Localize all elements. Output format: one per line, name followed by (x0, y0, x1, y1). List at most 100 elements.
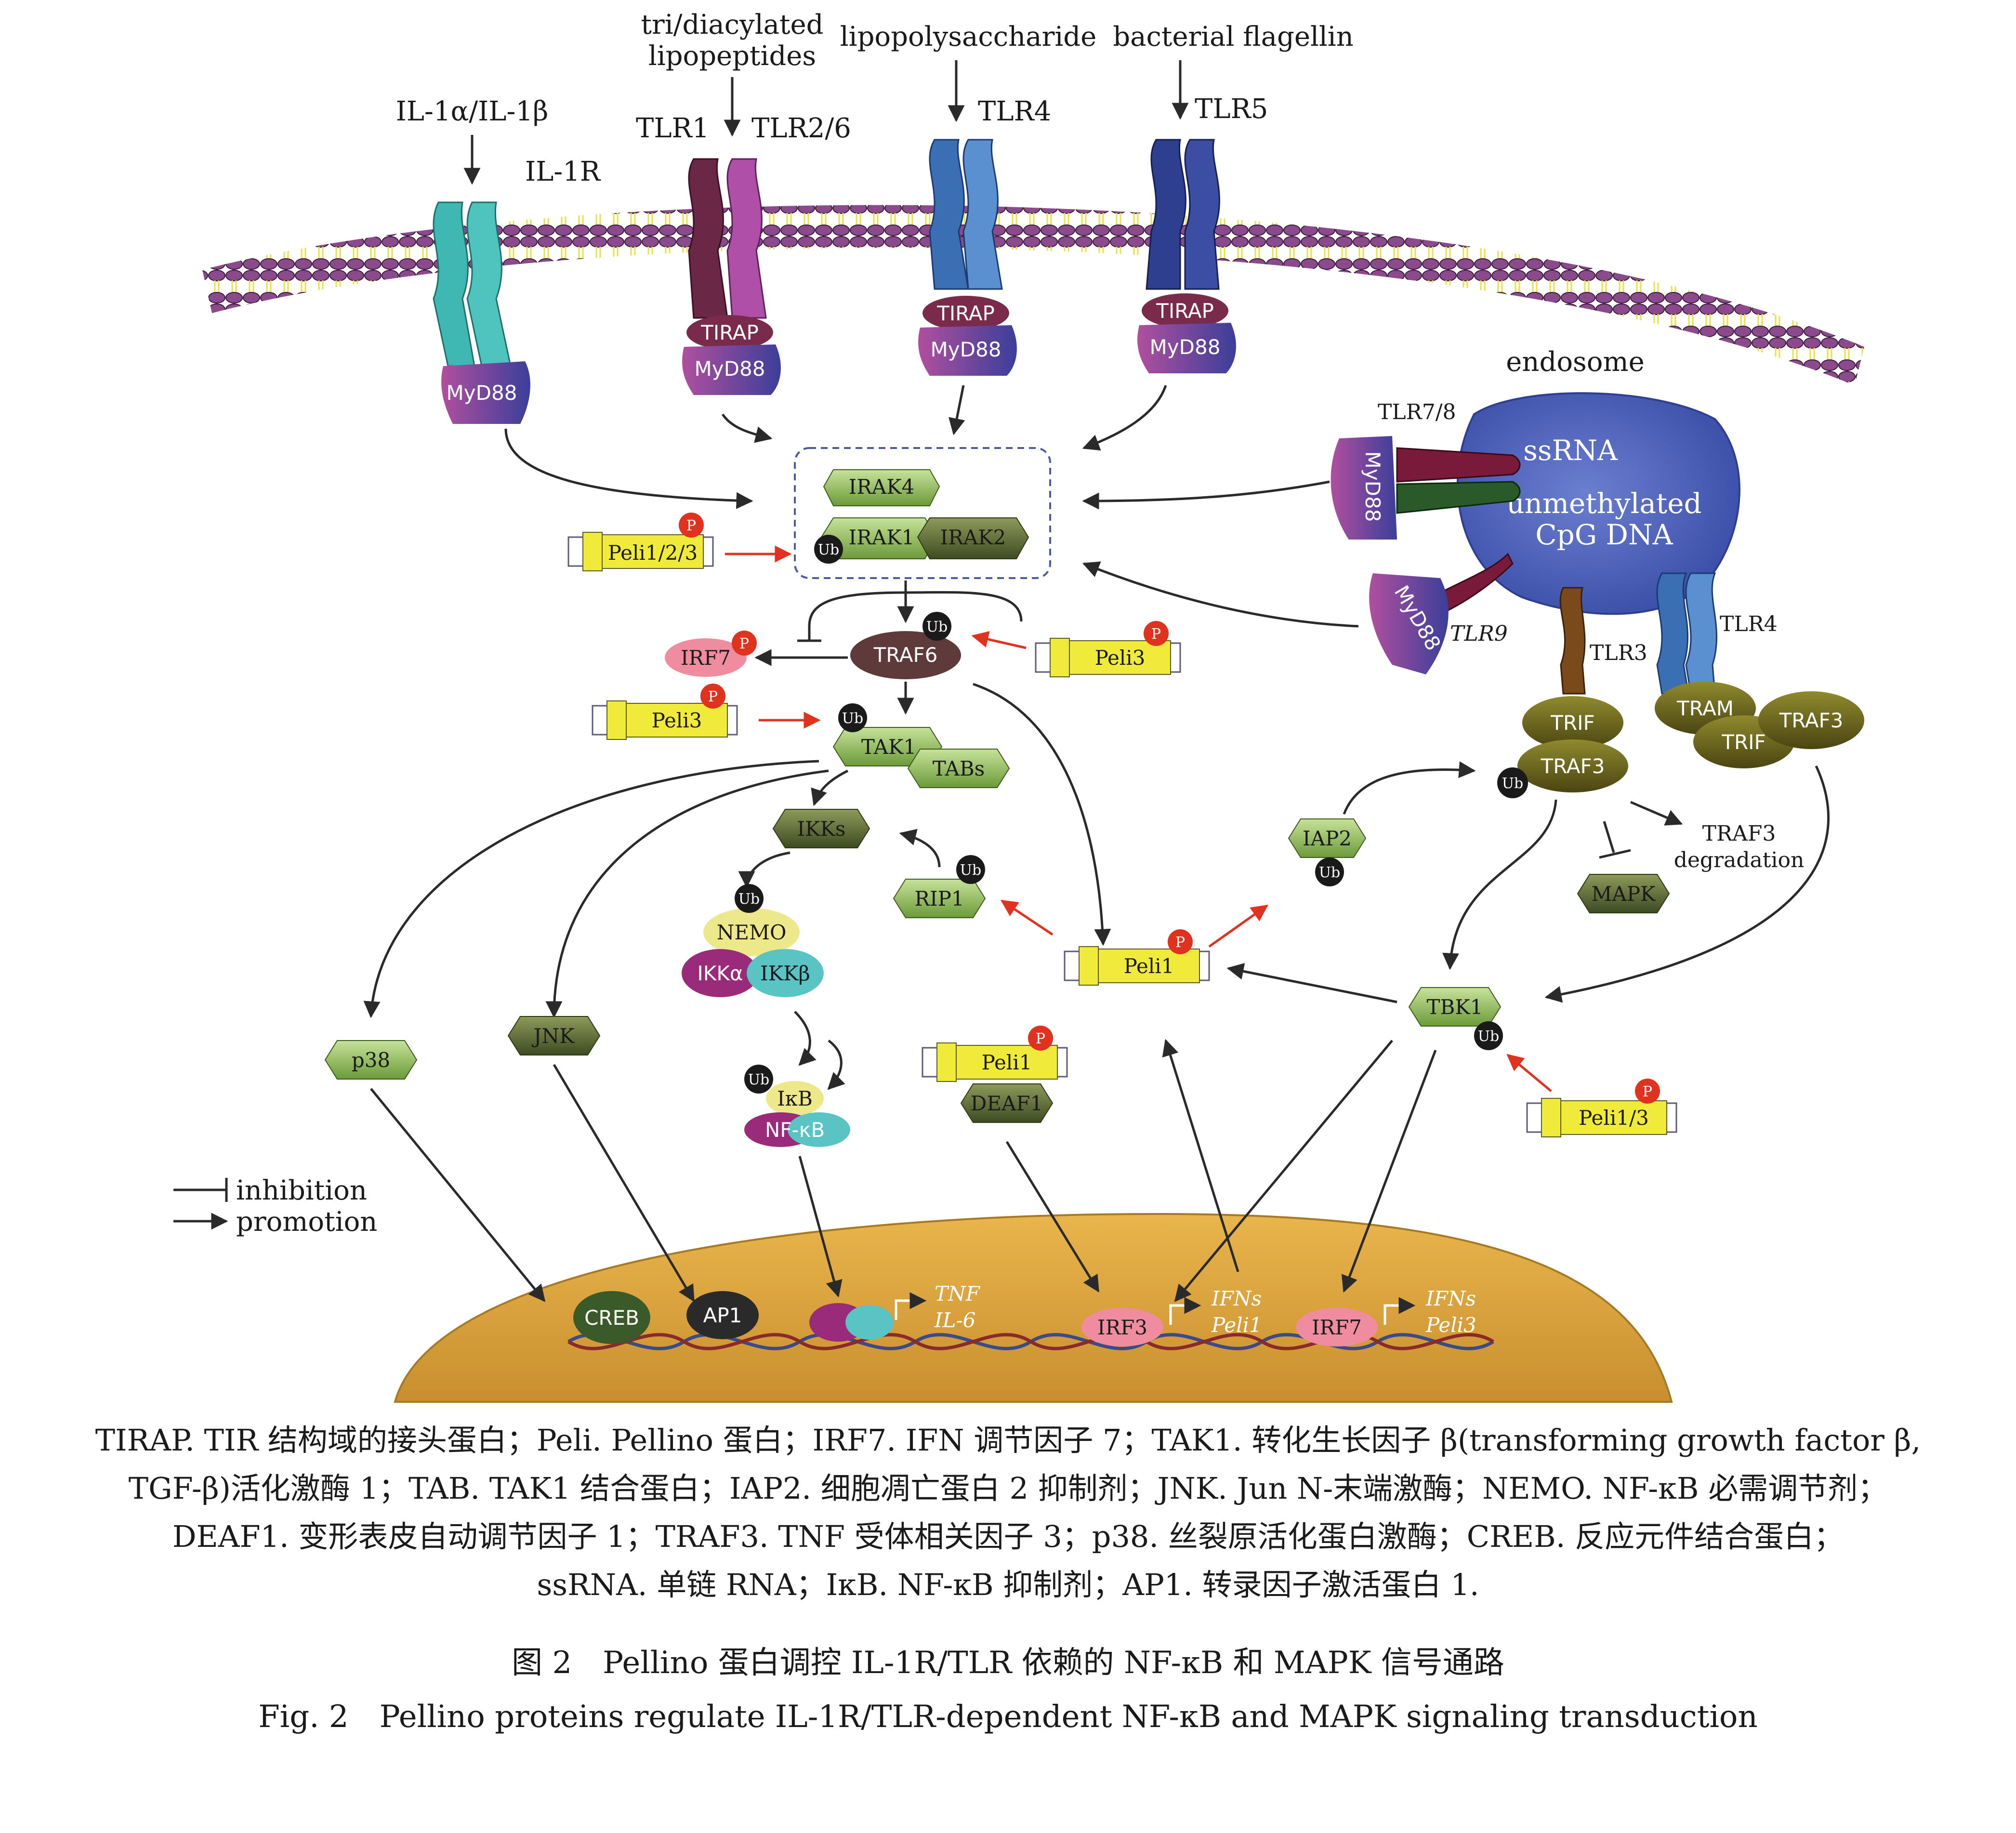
ub-label: Ub (818, 541, 840, 558)
p-label: P (739, 635, 749, 652)
peli3-label: Peli3 (1095, 646, 1146, 670)
p-label: P (1643, 1083, 1652, 1100)
peli13-label: Peli1/3 (1579, 1106, 1649, 1130)
ikkb-label: IKKβ (760, 962, 810, 985)
irf3-label: IRF3 (1097, 1316, 1147, 1339)
p38-label: p38 (352, 1048, 390, 1072)
gene-peli3: Peli3 (1425, 1313, 1476, 1337)
trif2-label: TRIF (1721, 730, 1766, 754)
figure-caption: TIRAP. TIR 结构域的接头蛋白；Peli. Pellino 蛋白；IRF… (0, 1416, 2016, 1736)
creb-node (573, 1291, 650, 1344)
ligand-lipopeptides-1: tri/diacylated (641, 9, 824, 40)
tram-label: TRAM (1676, 697, 1734, 720)
ligand-lps: lipopolysaccharide (840, 21, 1096, 53)
ikkb-node (747, 949, 824, 997)
traf6-label: TRAF6 (873, 643, 938, 667)
irf3-node (1081, 1308, 1163, 1346)
irf7-dna-label: IRF7 (1312, 1316, 1362, 1339)
tirap-label: TIRAP (700, 321, 759, 344)
mapk-label: MAPK (1592, 882, 1657, 906)
tlr3-receptor (1559, 587, 1586, 695)
deaf1-label: DEAF1 (971, 1092, 1043, 1115)
nfkb-label: NF-κB (765, 1118, 825, 1142)
tabs-label: TABs (933, 757, 985, 780)
myd88-label: MyD88 (447, 381, 517, 405)
peli3-box-a: Peli3 P (1035, 621, 1181, 677)
peli3-label: Peli3 (652, 709, 702, 732)
peli123-label: Peli1/2/3 (608, 541, 698, 565)
rip1-label: RIP1 (914, 887, 964, 910)
figure-title-en: Fig. 2 Pellino proteins regulate IL-1R/T… (258, 1699, 1758, 1735)
tak1-label: TAK1 (861, 735, 916, 759)
trif-label: TRIF (1550, 711, 1594, 735)
gene-peli1: Peli1 (1211, 1313, 1262, 1337)
ub-label: Ub (1319, 864, 1341, 881)
irak4-label: IRAK4 (849, 475, 915, 499)
ap1-node (686, 1291, 759, 1339)
pathway-diagram: IL-1α/IL-1β IL-1R tri/diacylated lipopep… (173, 9, 1864, 1403)
ikb-label: IκB (777, 1087, 813, 1110)
endosome-label: endosome (1506, 346, 1644, 378)
myd88-label: MyD88 (1361, 451, 1384, 522)
gene-ifns-a: IFNs (1211, 1287, 1262, 1310)
ub-badge (1497, 767, 1528, 798)
tlr4-receptor: TIRAP MyD88 (918, 139, 1017, 376)
myd88-label: MyD88 (1150, 335, 1221, 359)
irf7-node (665, 638, 747, 677)
receptor-tlr4-endosome: TLR4 (1720, 612, 1778, 636)
receptor-tlr26: TLR2/6 (751, 113, 851, 144)
traf3-node (1517, 739, 1628, 792)
nucleus (394, 1213, 1673, 1403)
ligand-flagellin: bacterial flagellin (1113, 21, 1354, 53)
ub-badge (814, 535, 843, 564)
myd88-label: MyD88 (695, 357, 765, 381)
p-label: P (708, 688, 718, 705)
irf7-dna-node (1296, 1308, 1378, 1346)
irak1-label: IRAK1 (849, 526, 915, 549)
receptor-tlr4: TLR4 (978, 96, 1051, 127)
plasma-membrane (202, 205, 1864, 385)
ikks-label: IKKs (797, 817, 846, 841)
peli13-box: Peli1/3 P (1526, 1079, 1677, 1137)
peli1-label: Peli1 (982, 1051, 1032, 1074)
figure-title-cn: 图 2 Pellino 蛋白调控 IL-1R/TLR 依赖的 NF-κB 和 M… (512, 1645, 1504, 1681)
receptor-tlr5: TLR5 (1195, 93, 1268, 125)
traf3b-label: TRAF3 (1779, 709, 1844, 732)
ikka-label: IKKα (697, 962, 743, 985)
ligand-lipopeptides-2: lipopeptides (648, 40, 816, 72)
tlr1-tlr26-receptor: TIRAP MyD88 (682, 158, 781, 395)
ikb-node (766, 1081, 824, 1116)
traf3-degradation-1: TRAF3 (1702, 821, 1776, 846)
endosome-cpg-2: CpG DNA (1535, 518, 1673, 551)
ligand-il1: IL-1α/IL-1β (396, 96, 549, 127)
iap2-node (1288, 818, 1367, 858)
endosome-ssrna: ssRNA (1523, 434, 1618, 467)
irak4-node (823, 469, 940, 506)
tlr4-endosome-receptor (1656, 572, 1718, 695)
myd88-label: MyD88 (931, 338, 1001, 361)
irak2-label: IRAK2 (940, 526, 1006, 549)
receptor-tlr78: TLR7/8 (1378, 400, 1456, 424)
peli1-box-b: Peli1 P (922, 1026, 1068, 1082)
jnk-label: JNK (532, 1024, 576, 1048)
legend-inhibition: inhibition (236, 1175, 367, 1206)
gene-ifns-b: IFNs (1425, 1287, 1476, 1310)
traf3b-node (1758, 691, 1864, 749)
peli123-box: Peli1/2/3 P (567, 513, 714, 571)
creb-label: CREB (584, 1306, 639, 1330)
ikks-node (772, 809, 870, 848)
tlr5-receptor: TIRAP MyD88 (1137, 139, 1236, 373)
tlr78-receptor: MyD88 (1331, 436, 1521, 540)
peli1-box-a: Peli1 P (1064, 929, 1210, 986)
tlr9-receptor: MyD88 (1369, 553, 1514, 674)
nemo-node (703, 908, 800, 956)
trif-node (1522, 696, 1623, 749)
ikka-node (682, 949, 759, 997)
receptor-tlr1: TLR1 (636, 113, 709, 144)
abbreviations-line-1: TIRAP. TIR 结构域的接头蛋白；Peli. Pellino 蛋白；IRF… (95, 1423, 1921, 1458)
p38-node (324, 1040, 418, 1080)
peli3-box-b: Peli3 P (592, 684, 738, 740)
traf3-label: TRAF3 (1541, 754, 1605, 778)
ub-label: Ub (960, 862, 982, 879)
irak-complex-box (794, 447, 1051, 579)
